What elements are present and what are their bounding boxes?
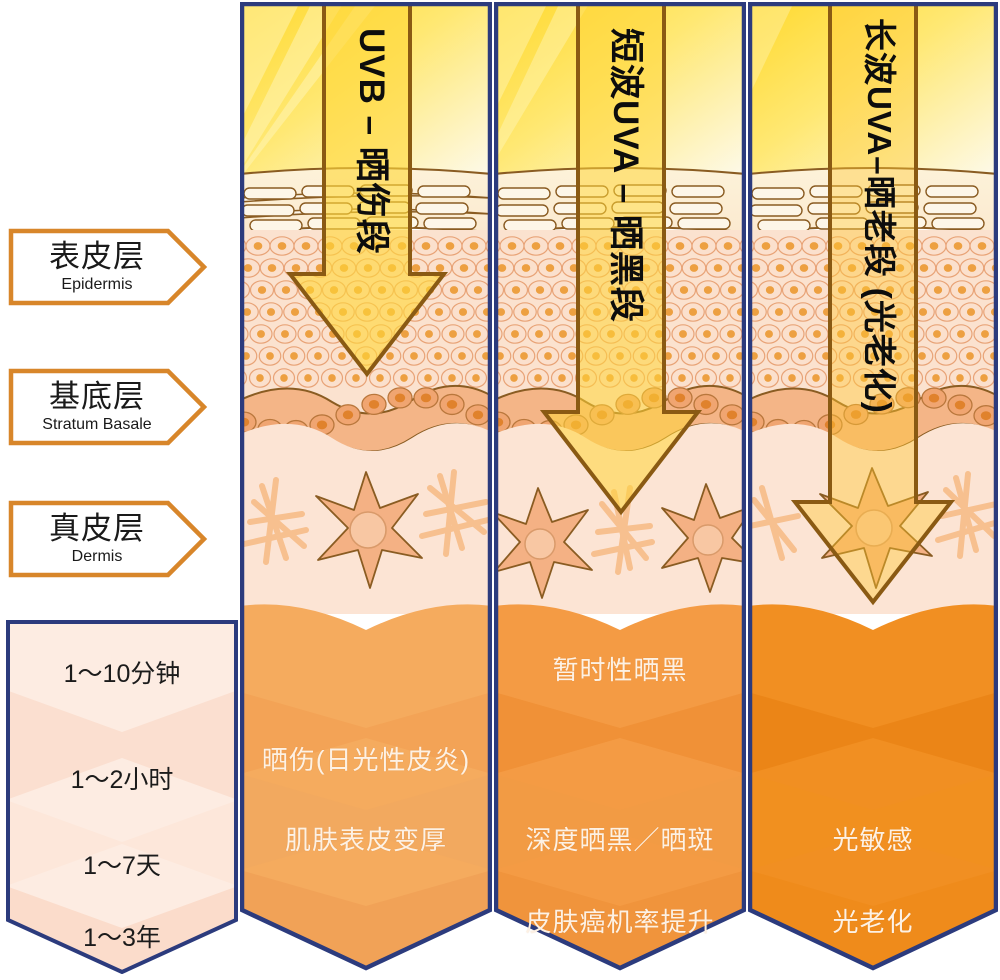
effect-uva-long-3: 光敏感 bbox=[832, 825, 914, 855]
column-uvb-graphic bbox=[240, 2, 492, 971]
band-label-uva-short: 短波UVA – 晒黑段 bbox=[606, 28, 645, 323]
column-uva-long[interactable]: 长波UVA–晒老段 (光老化) 光敏感 光老化 bbox=[748, 2, 998, 974]
effect-uvb-2: 晒伤(日光性皮炎) bbox=[261, 745, 471, 775]
time-label-1: 1〜10分钟 bbox=[63, 660, 181, 688]
column-uvb[interactable]: UVB – 晒伤段 晒伤(日光性皮炎) 肌肤表皮变厚 bbox=[240, 2, 492, 974]
legend-label-en-3: Dermis bbox=[71, 548, 123, 565]
legend-label-en-2: Stratum Basale bbox=[42, 416, 152, 433]
legend-stratum-basale: 基底层 Stratum Basale bbox=[8, 368, 208, 446]
legend-epidermis: 表皮层 Epidermis bbox=[8, 228, 208, 306]
legend-dermis: 真皮层 Dermis bbox=[8, 500, 208, 578]
legend-label-cn-1: 表皮层 bbox=[49, 239, 145, 274]
effect-uvb-3: 肌肤表皮变厚 bbox=[284, 825, 447, 855]
column-uva-short[interactable]: 短波UVA – 晒黑段 暂时性晒黑 深度晒黑／晒斑 皮肤癌机率提升 bbox=[494, 2, 746, 974]
time-label-2: 1〜2小时 bbox=[70, 766, 174, 794]
column-uva-long-graphic bbox=[748, 2, 998, 971]
legend-label-cn-3: 真皮层 bbox=[49, 511, 145, 546]
band-label-uva-long: 长波UVA–晒老段 (光老化) bbox=[861, 18, 898, 414]
uva-short-ray-arrow bbox=[539, 2, 703, 516]
effect-uva-long-4: 光老化 bbox=[832, 907, 914, 937]
timeline-panel: 1〜10分钟 1〜2小时 1〜7天 1〜3年 bbox=[6, 620, 238, 975]
effect-uva-short-1: 暂时性晒黑 bbox=[552, 655, 688, 685]
effect-uva-short-4: 皮肤癌机率提升 bbox=[525, 907, 715, 937]
timeline-panel-shape bbox=[6, 620, 238, 975]
legend-label-en-1: Epidermis bbox=[61, 276, 133, 293]
legend-tag-shape-1 bbox=[8, 228, 208, 306]
column-uva-short-graphic bbox=[494, 2, 746, 971]
legend-tag-shape-3 bbox=[8, 500, 208, 578]
legend-label-cn-2: 基底层 bbox=[48, 379, 145, 414]
uva-long-ray-arrow bbox=[790, 2, 956, 606]
time-label-3: 1〜7天 bbox=[83, 852, 161, 880]
band-label-uvb: UVB – 晒伤段 bbox=[352, 28, 391, 255]
time-label-4: 1〜3年 bbox=[83, 924, 161, 952]
effect-uva-short-3: 深度晒黑／晒斑 bbox=[525, 825, 715, 855]
uvb-ray-arrow bbox=[285, 2, 449, 378]
legend-tag-shape-2 bbox=[8, 368, 208, 446]
